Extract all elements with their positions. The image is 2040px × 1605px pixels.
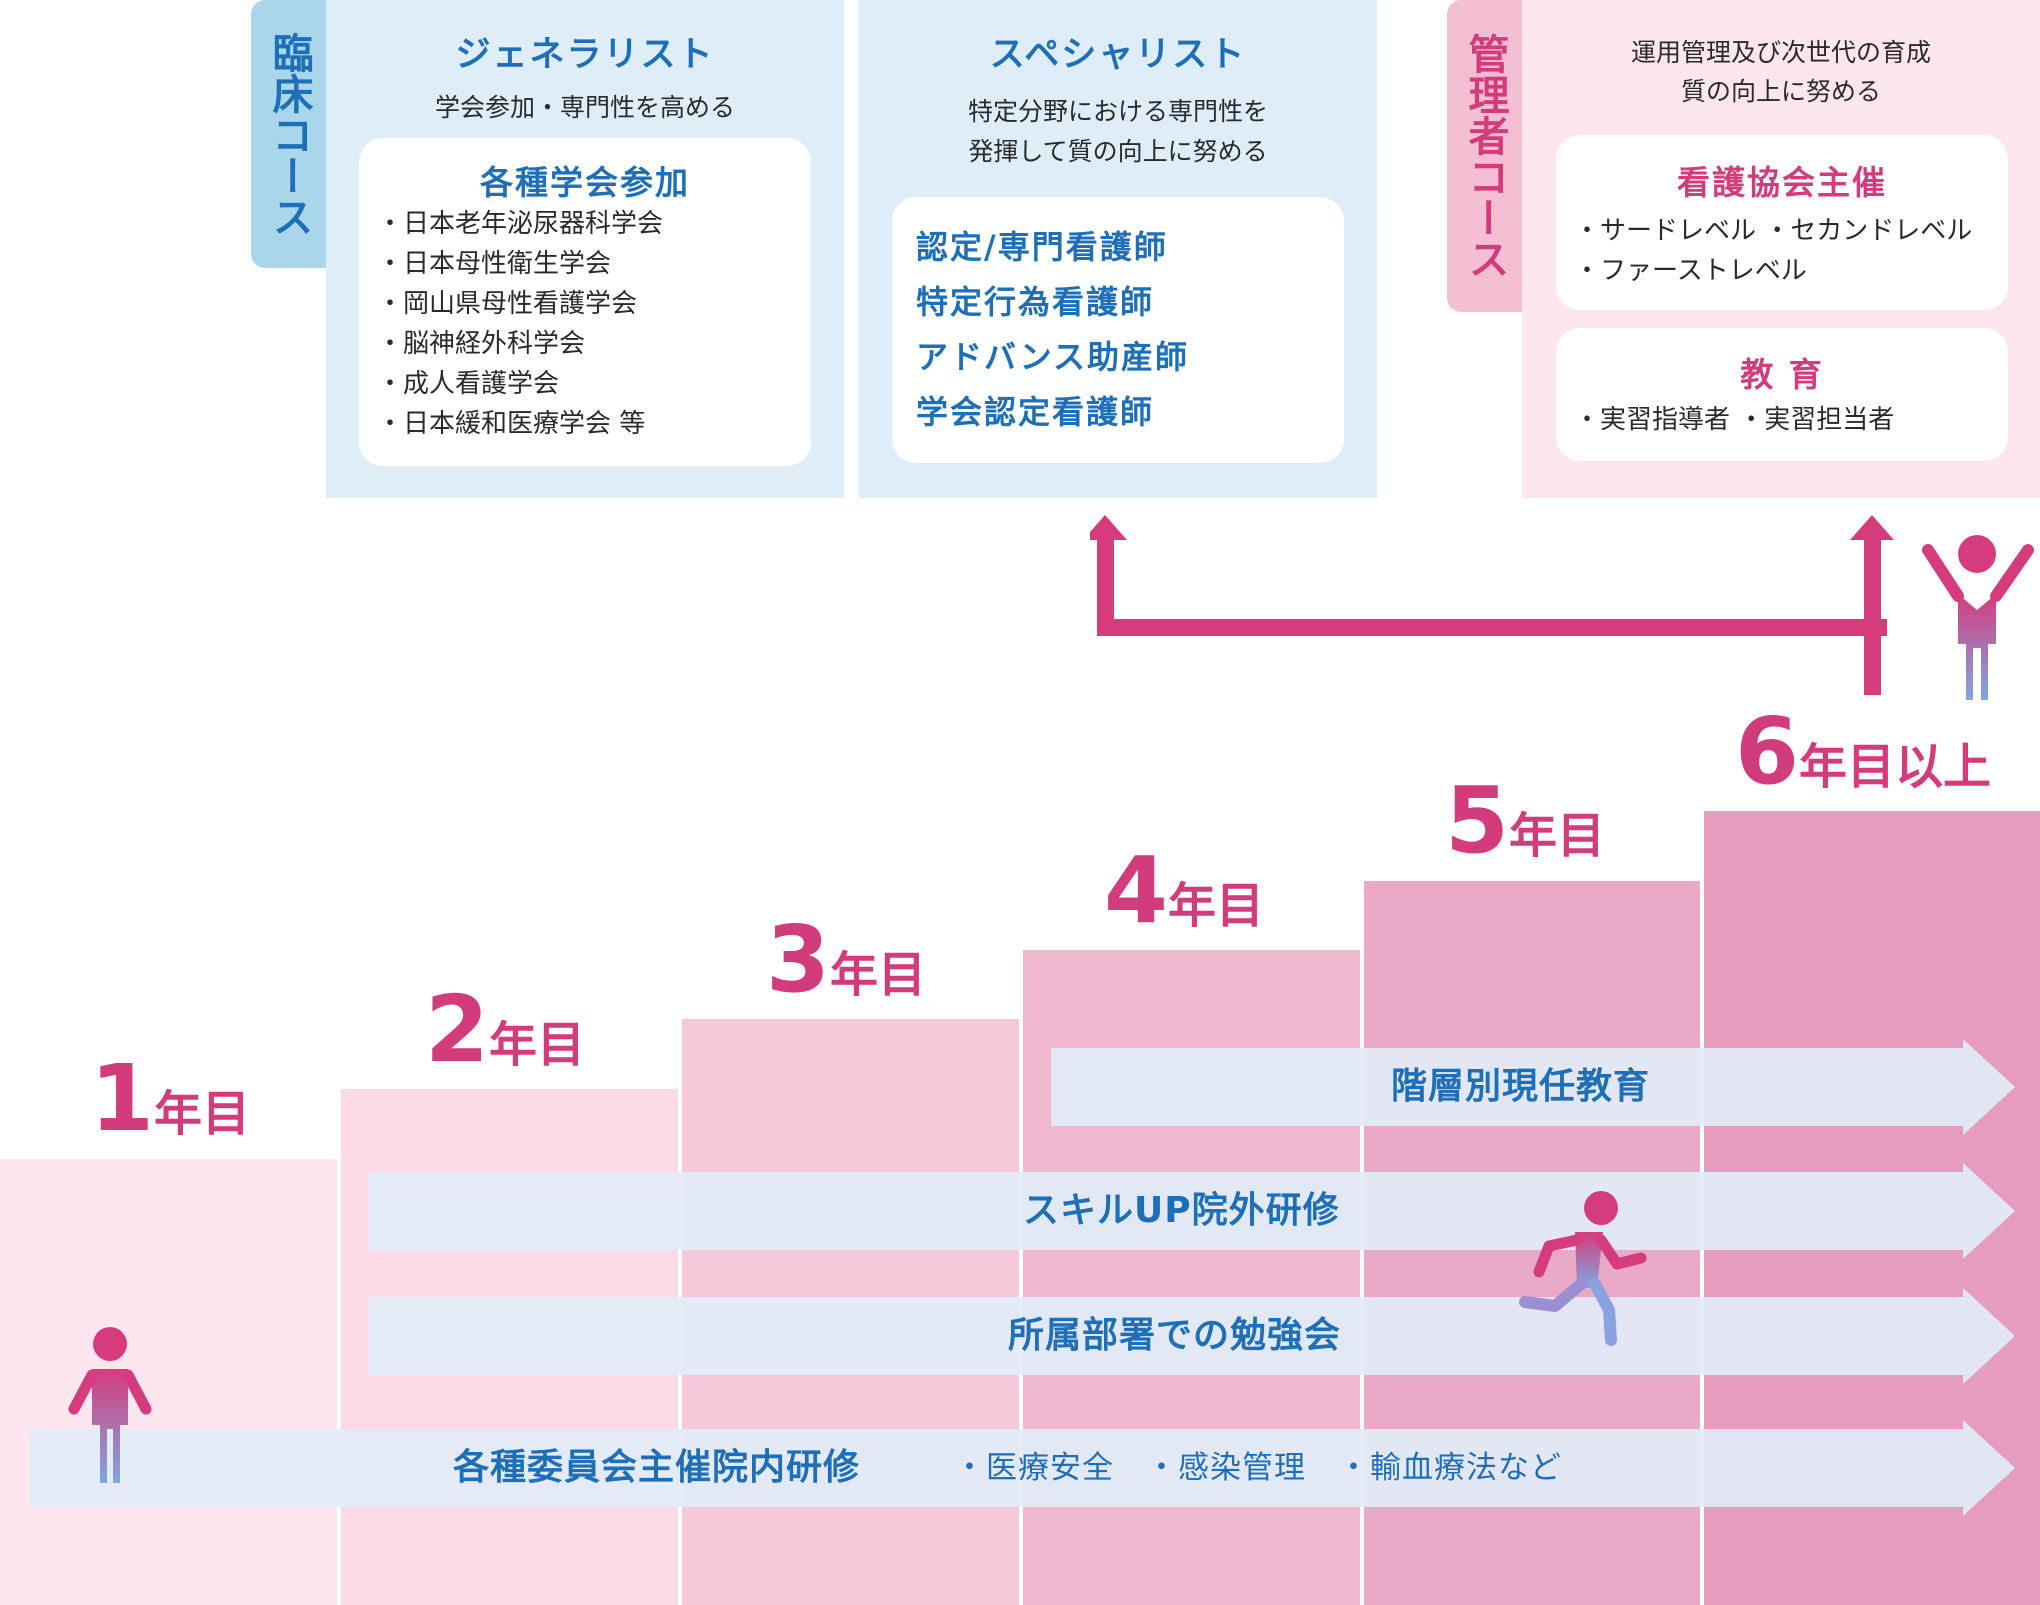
generalist-panel: ジェネラリスト 学会参加・専門性を高める 各種学会参加 ・日本老年泌尿器科学会 …: [326, 0, 844, 498]
person-running-icon: [1519, 1191, 1647, 1346]
manager-subtitle-2: 質の向上に努める: [1680, 77, 1881, 106]
arrow-head-icon: [1963, 1420, 2015, 1516]
manager-course-tab: 管理者コース: [1447, 0, 1522, 312]
academic-societies-card: 各種学会参加 ・日本老年泌尿器科学会 ・日本母性衛生学会 ・岡山県母性看護学会 …: [359, 138, 811, 466]
list-item: ・日本老年泌尿器科学会: [377, 209, 664, 239]
program-topics: ・医療安全 ・感染管理 ・輸血療法など: [954, 1450, 1562, 1486]
nursing-association-title: 看護協会主催: [1677, 163, 1887, 202]
clinical-course-label: 臨床コース: [265, 31, 313, 237]
program-arrow-skillup-external: スキルUP院外研修: [368, 1163, 2015, 1259]
step-6-suffix: 年目以上: [1799, 739, 1992, 795]
list-item: アドバンス助産師: [916, 338, 1189, 376]
step-5-number: 5: [1445, 767, 1510, 874]
list-item: ・日本母性衛生学会: [377, 249, 612, 279]
person-standing-icon: [68, 1327, 152, 1483]
education-card: 教 育 ・実習指導者 ・実習担当者: [1556, 328, 2008, 461]
program-label: 所属部署での勉強会: [1008, 1315, 1342, 1356]
step-6-number: 6: [1735, 698, 1800, 805]
manager-panel: 運用管理及び次世代の育成 質の向上に努める 看護協会主催 ・サードレベル ・セカ…: [1522, 0, 2040, 498]
list-item: ・岡山県母性看護学会: [377, 289, 638, 319]
list-item: ・成人看護学会: [377, 369, 560, 399]
generalist-subtitle: 学会参加・専門性を高める: [434, 93, 735, 122]
specialist-panel: スペシャリスト 特定分野における専門性を 発揮して質の向上に努める 認定/専門看…: [859, 0, 1377, 498]
step-5-label: 5年目: [1445, 767, 1605, 874]
step-2-number: 2: [425, 976, 490, 1083]
step-3-label: 3年目: [766, 906, 926, 1013]
specialist-title: スペシャリスト: [989, 35, 1247, 75]
nursing-association-card: 看護協会主催 ・サードレベル ・セカンドレベル ・ファーストレベル: [1556, 135, 2008, 310]
person-cheering-icon: [1922, 535, 2034, 700]
list-item: 学会認定看護師: [916, 393, 1155, 431]
program-label: スキルUP院外研修: [1023, 1190, 1340, 1231]
arrow-head-icon: [1963, 1039, 2015, 1135]
manager-subtitle-1: 運用管理及び次世代の育成: [1630, 38, 1931, 67]
list-item: 特定行為看護師: [916, 283, 1155, 321]
specialist-subtitle-2: 発揮して質の向上に努める: [968, 137, 1268, 166]
manager-course: 管理者コース 運用管理及び次世代の育成 質の向上に努める 看護協会主催 ・サード…: [1440, 0, 2040, 500]
step-4-number: 4: [1104, 837, 1169, 944]
clinical-course-tab: 臨床コース: [251, 0, 326, 268]
program-label: 階層別現任教育: [1391, 1066, 1651, 1107]
arrow-head-icon: [1963, 1163, 2015, 1259]
step-4-suffix: 年目: [1168, 878, 1265, 934]
program-arrow-tiered-education: 階層別現任教育: [1051, 1039, 2015, 1135]
list-item: 認定/専門看護師: [916, 228, 1168, 266]
step-2-suffix: 年目: [489, 1017, 586, 1073]
program-arrow-committee-training: 各種委員会主催院内研修 ・医療安全 ・感染管理 ・輸血療法など: [29, 1420, 2015, 1516]
step-4-label: 4年目: [1104, 837, 1264, 944]
specialist-subtitle-1: 特定分野における専門性を: [967, 97, 1268, 126]
step-3-number: 3: [766, 906, 831, 1013]
education-line: ・実習指導者 ・実習担当者: [1574, 405, 1895, 435]
arrow-up-specialist-icon: [1090, 515, 1127, 540]
nursing-association-line-1: ・サードレベル ・セカンドレベル: [1574, 216, 1973, 246]
arrow-head-icon: [1963, 1288, 2015, 1384]
generalist-title: ジェネラリスト: [455, 35, 715, 75]
academic-societies-list: ・日本老年泌尿器科学会 ・日本母性衛生学会 ・岡山県母性看護学会 ・脳神経外科学…: [377, 204, 663, 444]
step-1-suffix: 年目: [154, 1086, 251, 1142]
specialist-card: 認定/専門看護師 特定行為看護師 アドバンス助産師 学会認定看護師: [892, 197, 1344, 463]
step-5-suffix: 年目: [1509, 808, 1606, 864]
education-title: 教 育: [1740, 355, 1824, 394]
list-item: ・脳神経外科学会: [377, 329, 586, 359]
program-label: 各種委員会主催院内研修: [453, 1447, 861, 1488]
arrow-up-manager-icon: [1850, 515, 1894, 540]
step-3-suffix: 年目: [830, 947, 927, 1003]
academic-societies-title: 各種学会参加: [480, 163, 690, 202]
clinical-course: 臨床コース ジェネラリスト 学会参加・専門性を高める 各種学会参加 ・日本老年泌…: [0, 0, 1380, 500]
step-6-label: 6年目以上: [1735, 698, 1991, 805]
program-arrow-department-study: 所属部署での勉強会: [368, 1288, 2015, 1384]
step-1-label: 1年目: [90, 1045, 250, 1152]
nursing-association-line-2: ・ファーストレベル: [1574, 256, 1807, 286]
course-connector: [1090, 515, 1894, 695]
step-1-block: [0, 1159, 337, 1605]
list-item: ・日本緩和医療学会 等: [377, 409, 646, 439]
manager-course-label: 管理者コース: [1461, 33, 1509, 279]
specialist-list: 認定/専門看護師 特定行為看護師 アドバンス助産師 学会認定看護師: [916, 220, 1189, 440]
step-2-label: 2年目: [425, 976, 585, 1083]
step-1-number: 1: [90, 1045, 155, 1152]
